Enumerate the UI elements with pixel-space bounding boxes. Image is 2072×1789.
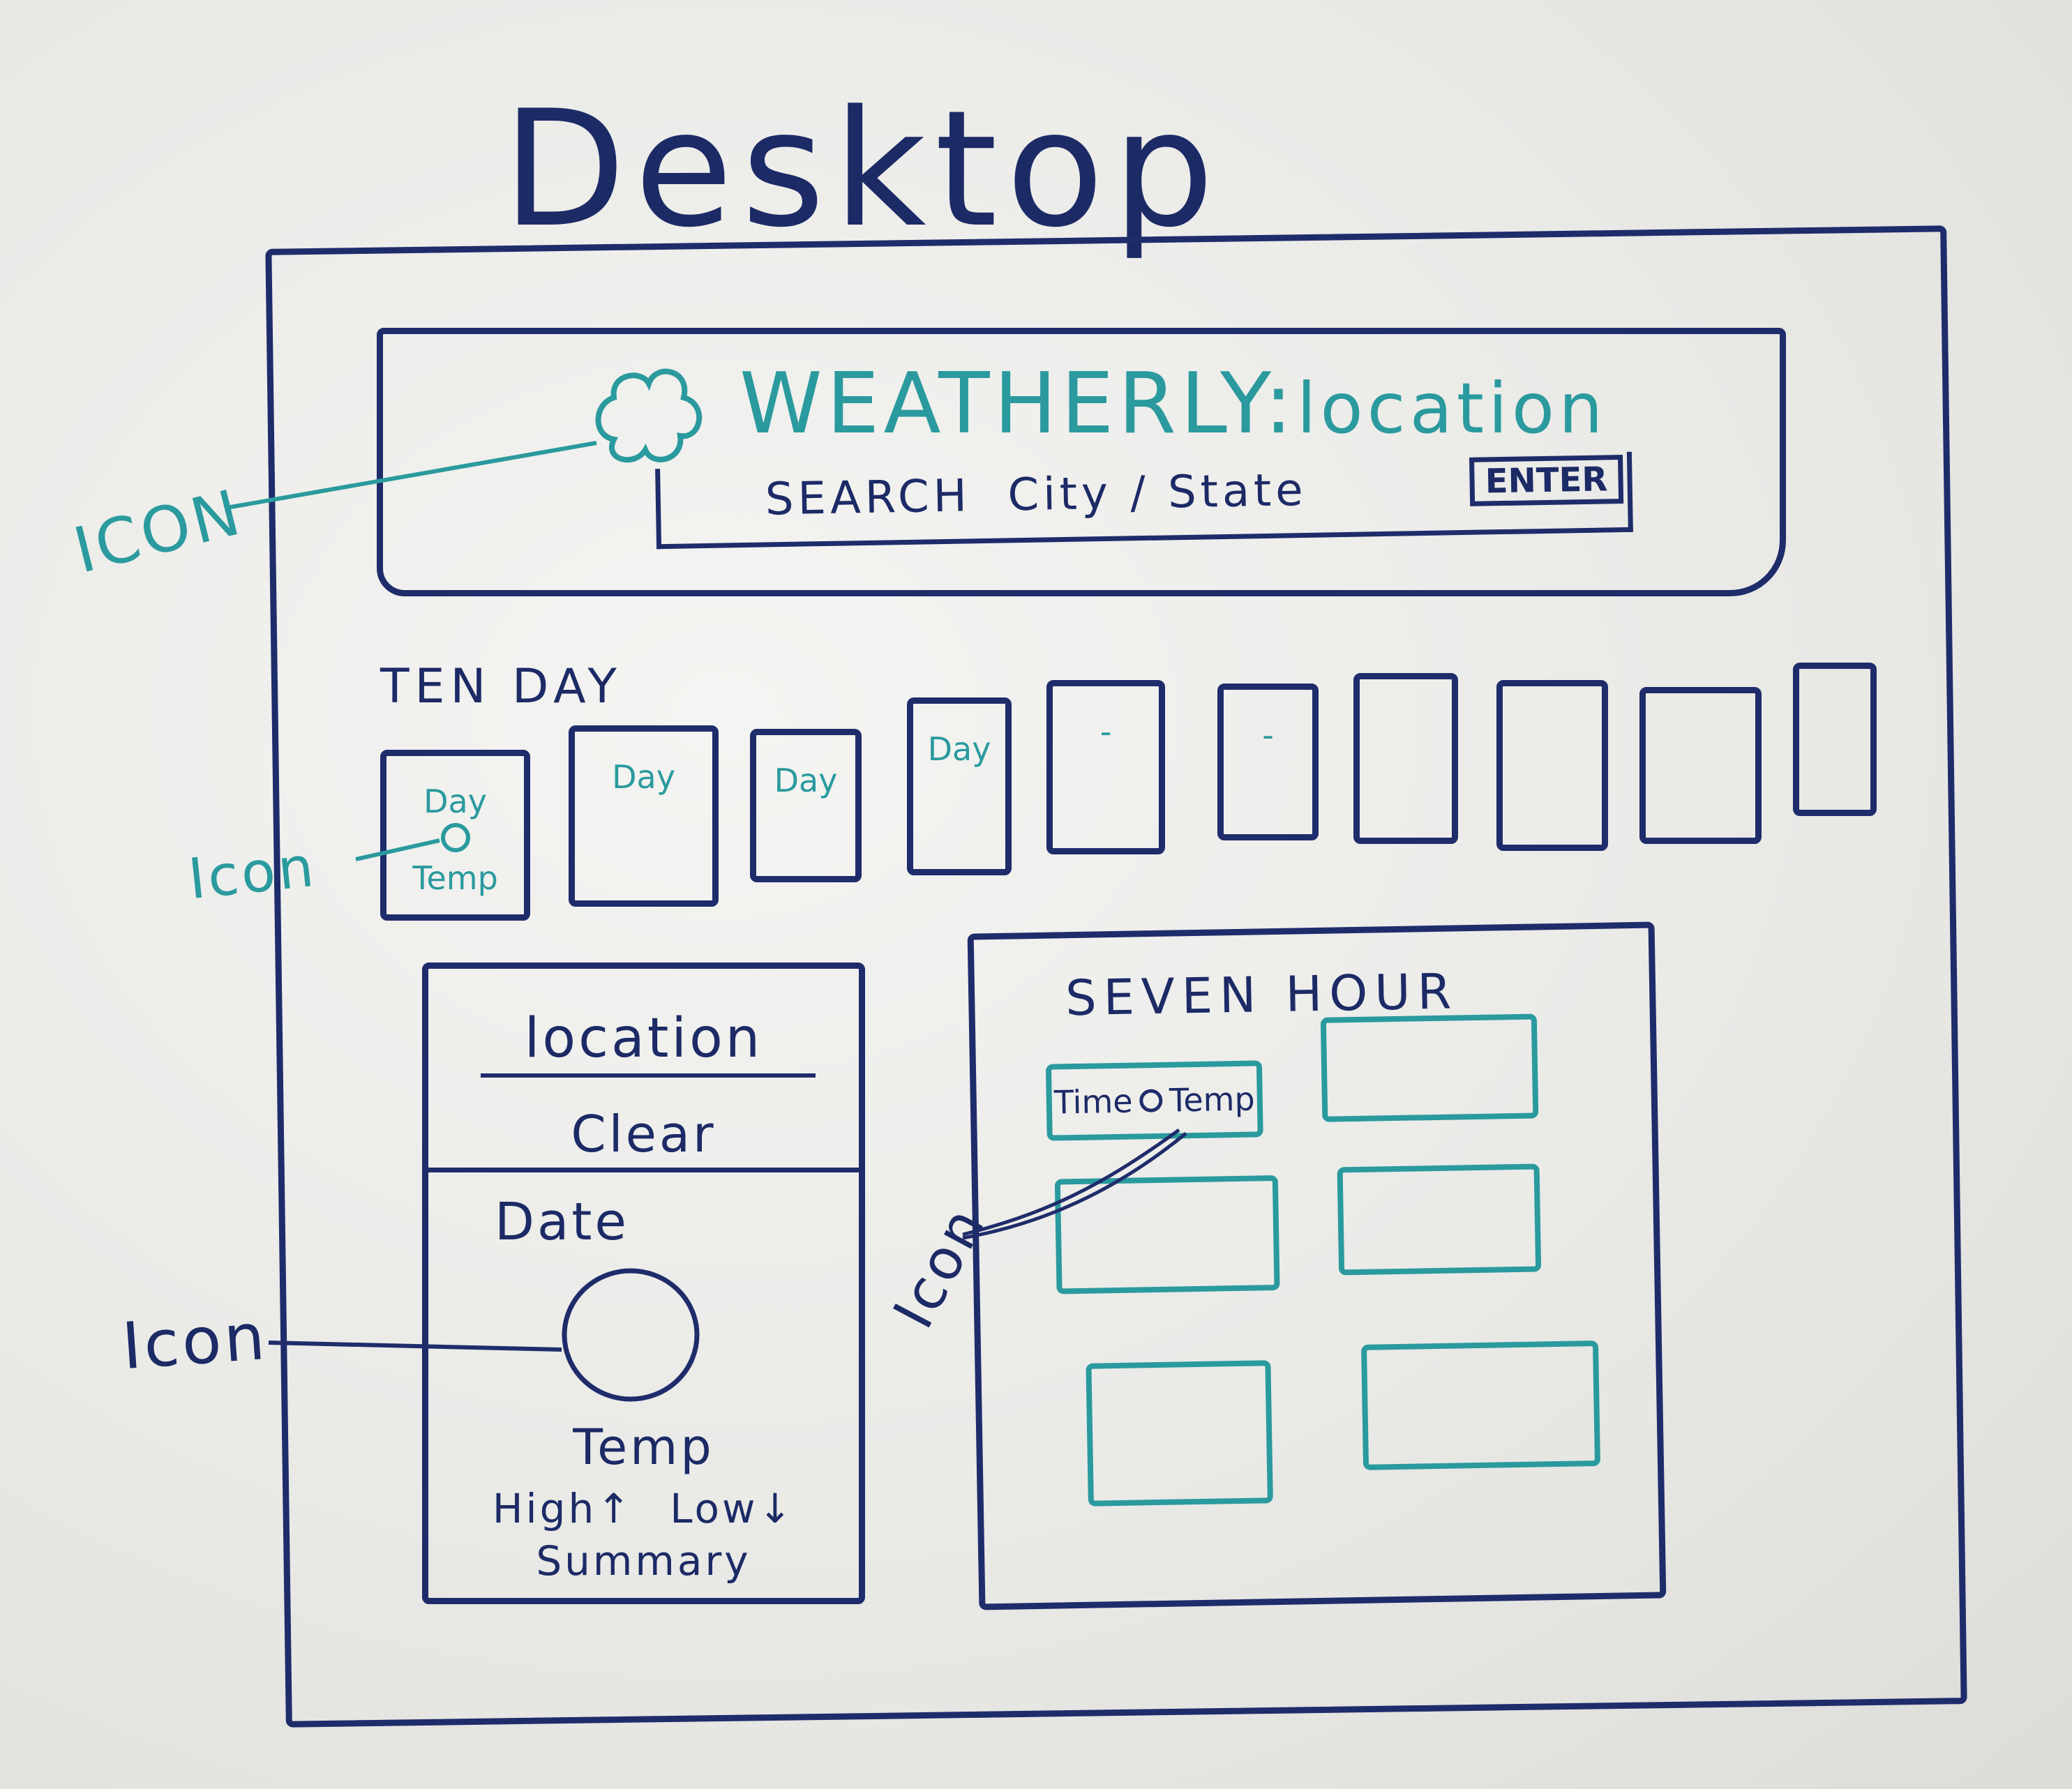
high-low: High↑ Low↓: [428, 1485, 859, 1532]
day-card-10[interactable]: [1793, 663, 1877, 816]
brand-location: location: [1296, 368, 1607, 449]
hour-card-2[interactable]: [1320, 1013, 1539, 1122]
hour-card-3[interactable]: [1054, 1175, 1280, 1294]
weather-icon: [562, 1268, 700, 1402]
day-label: Day: [774, 762, 838, 799]
location-divider: [481, 1073, 816, 1078]
search-bar: SEARCH City / State ENTER: [655, 451, 1633, 550]
day-label: Day: [927, 730, 991, 768]
high-label: High: [492, 1485, 597, 1532]
day-card-6[interactable]: -: [1217, 684, 1319, 840]
day-card-8[interactable]: [1496, 680, 1608, 851]
current-condition: Clear: [571, 1105, 716, 1163]
annotation-current-icon: Icon: [119, 1299, 270, 1384]
current-panel: location Clear Date Temp High↑ Low↓ Summ…: [422, 963, 865, 1604]
annotation-ten-day-icon: Icon: [185, 833, 320, 912]
hour-card-5[interactable]: [1086, 1360, 1273, 1507]
low-label: Low: [670, 1485, 758, 1532]
day-card-1[interactable]: Day Temp: [380, 750, 530, 921]
arrow-up-icon: ↑: [596, 1485, 633, 1532]
enter-button[interactable]: ENTER: [1469, 455, 1624, 506]
day-card-4[interactable]: Day: [907, 697, 1012, 875]
day-label: -: [1099, 713, 1112, 750]
annotation-header-icon: ICON: [66, 476, 250, 588]
day-card-9[interactable]: [1639, 687, 1762, 844]
day-card-3[interactable]: Day: [750, 729, 862, 882]
hour-card-6[interactable]: [1360, 1340, 1601, 1470]
day-card-7[interactable]: [1353, 673, 1458, 844]
search-input[interactable]: SEARCH City / State: [765, 464, 1308, 526]
seven-hour-panel: SEVEN HOUR Time Temp: [967, 921, 1667, 1610]
page-title: Desktop: [502, 77, 1223, 263]
brand-separator: :: [1264, 356, 1297, 453]
hour-temp: Temp: [1169, 1080, 1256, 1119]
current-location: location: [524, 1007, 763, 1070]
current-temp: Temp: [573, 1419, 714, 1476]
current-date: Date: [495, 1192, 629, 1252]
hour-time: Time: [1053, 1082, 1134, 1122]
weather-icon: [440, 823, 470, 852]
weather-icon: [1139, 1089, 1163, 1112]
day-label: Day: [612, 758, 675, 796]
day-card-2[interactable]: Day: [569, 725, 719, 907]
cloud-icon: [595, 368, 703, 463]
brand-name: WEATHERLY: [740, 356, 1265, 453]
hour-card-4[interactable]: [1337, 1163, 1542, 1276]
day-card-5[interactable]: -: [1046, 680, 1165, 854]
ten-day-title: TEN DAY: [380, 659, 622, 714]
arrow-down-icon: ↓: [758, 1485, 795, 1532]
day-label: Day: [423, 783, 487, 820]
current-summary: Summary: [536, 1537, 751, 1585]
day-label: -: [1262, 716, 1274, 754]
condition-divider: [428, 1168, 859, 1172]
app-brand: WEATHERLY:location: [740, 356, 1607, 453]
hour-card-1[interactable]: Time Temp: [1045, 1060, 1263, 1141]
day-temp: Temp: [412, 859, 498, 897]
